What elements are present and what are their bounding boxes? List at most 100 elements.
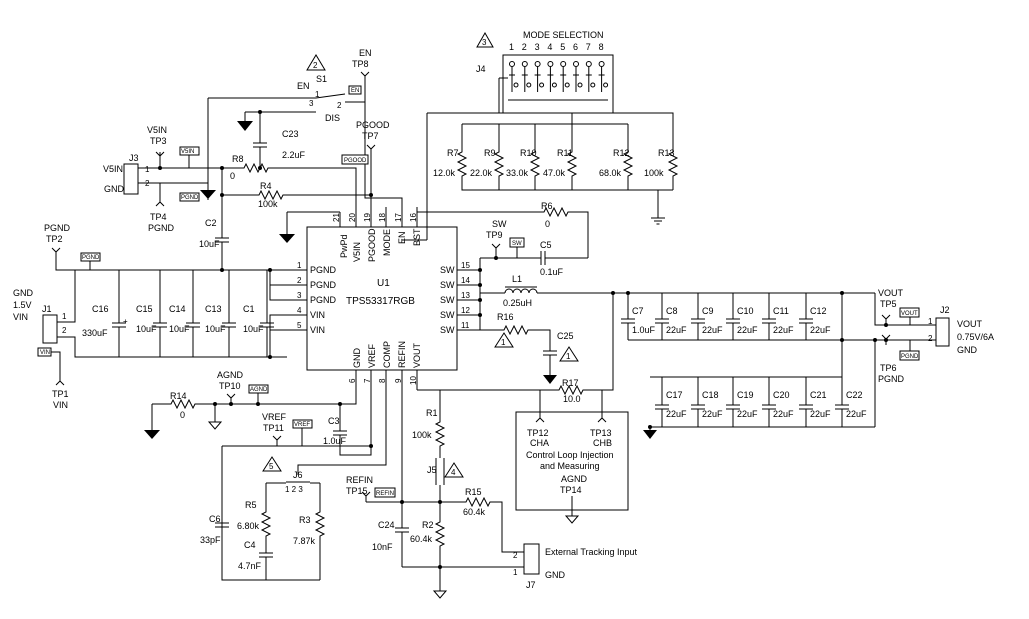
c5-refdes: C5: [540, 240, 552, 250]
c3-refdes: C3: [328, 416, 340, 426]
r9-refdes: R9: [484, 148, 496, 158]
ground-arrow-icon: [237, 121, 253, 131]
c10-refdes: C10: [737, 306, 754, 316]
r4-resistor: [254, 190, 288, 200]
r10-value: 33.0k: [506, 168, 529, 178]
tp8-flag: EN: [351, 88, 359, 94]
c20-value: 22uF: [773, 409, 794, 419]
pin-gnd-name: GND: [352, 348, 362, 369]
r14-value: 0: [180, 410, 185, 420]
c25-refdes: C25: [557, 331, 574, 341]
tp8-net: EN: [359, 48, 372, 58]
s1-pin-3: 3: [309, 99, 314, 108]
tp4-flag: PGND: [181, 195, 199, 201]
tp1-flag: VIN: [40, 350, 50, 356]
j1-label-voltage: 1.5V: [13, 300, 32, 310]
agnd-icon: [208, 415, 222, 430]
pin-12-name: SW: [440, 310, 455, 320]
pin-9-num: 9: [394, 378, 403, 383]
j3-refdes: J3: [129, 153, 139, 163]
c1-value: 10uF: [243, 324, 264, 334]
j4-header-pins: [498, 61, 609, 113]
vout-output: VOUT TP5 VOUT J2 1 2 VOUT 0.75V/6A GND P…: [874, 288, 994, 384]
c16-value: 330uF: [82, 328, 108, 338]
c21-refdes: C21: [810, 390, 827, 400]
r2-resistor: [435, 517, 445, 551]
j3-pin1-label: V5IN: [103, 164, 123, 174]
pin-vref-name: VREF: [367, 343, 377, 368]
vin-input: PGND TP2 PGND GND 1.5V VIN J1 1 2 VIN TP…: [13, 223, 287, 410]
c18-value: 22uF: [702, 409, 723, 419]
c21-value: 22uF: [810, 409, 831, 419]
j1-refdes: J1: [42, 304, 52, 314]
note-2-num: 2: [313, 61, 318, 70]
j1-pin-1: 1: [62, 312, 67, 321]
j4-refdes: J4: [476, 64, 486, 74]
c14-value: 10uF: [169, 324, 190, 334]
tp7-testpoint: PGOOD TP7 PGOOD: [341, 120, 390, 207]
ground-arrow-icon: [543, 375, 557, 384]
r10-refdes: R10: [520, 148, 537, 158]
r3-refdes: R3: [299, 515, 311, 525]
r5-value: 6.80k: [237, 521, 260, 531]
tp13-refdes: TP13: [590, 428, 612, 438]
note-1-num: 1: [501, 338, 506, 347]
c11-value: 22uF: [773, 325, 794, 335]
pin-15-name: SW: [440, 265, 455, 275]
l1-refdes: L1: [512, 274, 522, 284]
c22-refdes: C22: [846, 390, 863, 400]
pin-13-num: 13: [461, 291, 470, 300]
r16-resistor: [499, 325, 533, 335]
c16-refdes: C16: [92, 304, 109, 314]
j1-pin-2: 2: [62, 326, 67, 335]
tp9-net: SW: [492, 219, 507, 229]
pin-5-name: VIN: [310, 325, 325, 335]
c1-refdes: C1: [243, 304, 255, 314]
j4-col-4: 4: [547, 42, 552, 52]
c13-value: 10uF: [205, 324, 226, 334]
mode-resistors: R712.0kR922.0kR1033.0kR1147.0kR1268.0kR1…: [433, 147, 678, 181]
pin-3-num: 3: [297, 291, 302, 300]
tp15-net: REFIN: [346, 475, 373, 485]
output-inductor: L1 0.25uH: [480, 274, 875, 308]
j6-pins: 1 2 3: [285, 485, 303, 494]
r2-value: 60.4k: [410, 534, 433, 544]
r9-value: 22.0k: [470, 168, 493, 178]
j3-pin-1: 1: [145, 165, 150, 174]
pin-2-num: 2: [297, 276, 302, 285]
j3-pin2-label: GND: [104, 184, 125, 194]
pin-11-num: 11: [461, 321, 470, 330]
pin-pgood-name: PGOOD: [367, 228, 377, 262]
agnd-icon: [433, 584, 447, 599]
tp10-flag: AGND: [250, 387, 268, 393]
r13-value: 100k: [644, 168, 664, 178]
pin-2-name: PGND: [310, 280, 337, 290]
pin-4-name: VIN: [310, 310, 325, 320]
pin-8-num: 8: [378, 378, 387, 383]
tp1-refdes: TP1: [52, 389, 69, 399]
tp4-refdes: TP4: [150, 212, 167, 222]
tp2-flag: PGND: [82, 255, 100, 261]
r17-value: 10.0: [563, 394, 581, 404]
tp15-flag: REFIN: [376, 491, 394, 497]
j7-gnd-label: GND: [545, 570, 566, 580]
r4-value: 100k: [258, 199, 278, 209]
c2-refdes: C2: [205, 218, 217, 228]
pin-vout-name: VOUT: [412, 342, 422, 368]
box-line1: Control Loop Injection: [526, 450, 614, 460]
c3-value: 1.0uF: [323, 436, 347, 446]
compensation-network: 5 J6 1 2 3 R5 6.80k R3 7.87k C4 4.7nF C6…: [200, 390, 387, 580]
u1-refdes: U1: [377, 278, 390, 289]
pin-16-num: 16: [409, 213, 418, 222]
v5in-input: V5IN TP3 V5IN V5IN J3 GND 1 2 R8 0 PGND …: [103, 125, 357, 233]
c2-value: 10uF: [199, 239, 220, 249]
r12-value: 68.0k: [599, 168, 622, 178]
r12-refdes: R12: [613, 148, 630, 158]
tp9-refdes: TP9: [486, 230, 503, 240]
r15-refdes: R15: [465, 487, 482, 497]
c23-capacitor: [252, 129, 268, 161]
tp10-refdes: TP10: [219, 381, 241, 391]
tp9-flag: SW: [512, 241, 522, 247]
